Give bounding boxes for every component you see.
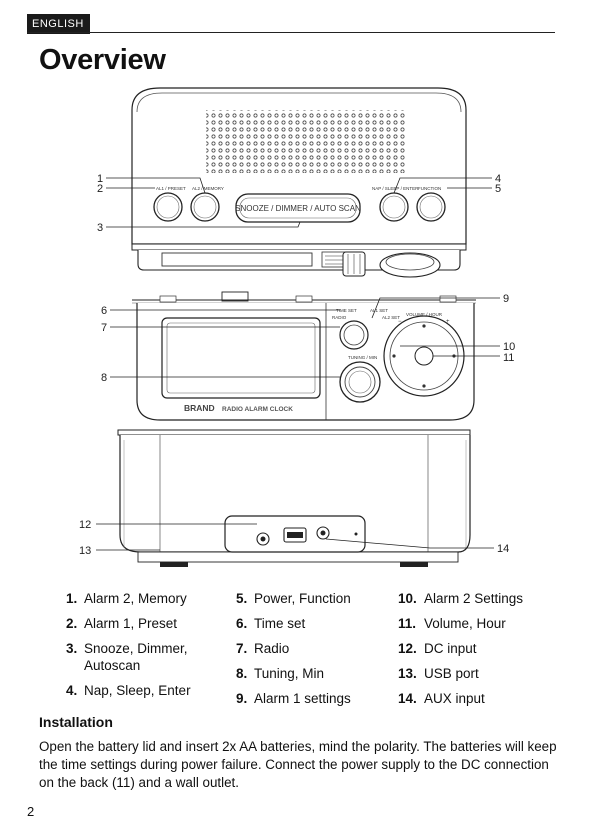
legend-item: 11.Volume, Hour <box>398 616 506 631</box>
callout-4: 4 <box>495 173 501 185</box>
header-rule <box>27 32 555 33</box>
legend-column-2: 5.Power, Function 6.Time set 7.Radio 8.T… <box>236 590 386 715</box>
brand-label: BRAND <box>184 403 215 413</box>
display-window <box>161 317 321 399</box>
page-title: Overview <box>39 44 166 76</box>
al1-preset-button <box>153 192 183 222</box>
label-volume-hour: VOLUME / HOUR <box>406 312 443 317</box>
installation-text: Open the battery lid and insert 2x AA ba… <box>39 739 557 790</box>
installation-heading: Installation <box>39 714 113 730</box>
callout-1: 1 <box>97 173 103 185</box>
top-view: AL1 / PRESET AL2 / MEMORY NAP / SLEEP / … <box>131 87 467 278</box>
legend-item: 6.Time set <box>236 616 306 631</box>
callout-13: 13 <box>79 545 91 557</box>
speaker-grille <box>206 110 406 173</box>
legend-item: 9.Alarm 1 settings <box>236 691 351 706</box>
legend-item: 7.Radio <box>236 641 290 656</box>
front-view: BRAND RADIO ALARM CLOCK TIME SET RADIO A… <box>132 291 476 421</box>
legend-item: 4.Nap, Sleep, Enter <box>66 683 191 698</box>
callout-leaders <box>96 177 500 551</box>
legend-item: 10.Alarm 2 Settings <box>398 591 524 606</box>
callout-11: 11 <box>503 352 514 364</box>
legend-item: 3.Snooze, Dimmer, Autoscan <box>66 641 188 673</box>
page-number: 2 <box>27 804 35 819</box>
model-label: RADIO ALARM CLOCK <box>222 406 293 413</box>
legend-item: 8.Tuning, Min <box>236 666 325 681</box>
volume-knob-top <box>379 252 441 278</box>
device-diagram: AL1 / PRESET AL2 / MEMORY NAP / SLEEP / … <box>79 87 515 567</box>
label-al2-memory: AL2 / MEMORY <box>192 186 224 191</box>
label-al2-set: AL2 SET <box>382 315 400 320</box>
label-al1-set: AL1 SET <box>370 308 388 313</box>
label-radio: RADIO <box>332 315 347 320</box>
snooze-bar-label: SNOOZE / DIMMER / AUTO SCAN <box>235 204 361 213</box>
legend-item: 1.Alarm 2, Memory <box>66 591 187 606</box>
tuning-knob <box>339 361 381 403</box>
callout-5: 5 <box>495 183 501 195</box>
callout-14: 14 <box>497 543 509 555</box>
label-time-set: TIME SET <box>336 308 357 313</box>
callout-9: 9 <box>503 293 509 305</box>
callout-6: 6 <box>101 305 107 317</box>
callout-12: 12 <box>79 519 91 531</box>
volume-knob <box>414 346 434 366</box>
legend-column-1: 1.Alarm 2, Memory 2.Alarm 1, Preset 3.Sn… <box>66 590 226 707</box>
legend-item: 12.DC input <box>398 641 477 656</box>
legend-item: 13.USB port <box>398 666 479 681</box>
label-tuning-min: TUNING / MIN <box>348 355 377 360</box>
legend-item: 14.AUX input <box>398 691 485 706</box>
snooze-bar <box>235 193 361 223</box>
al2-memory-button <box>190 192 220 222</box>
label-al1-preset: AL1 / PRESET <box>156 186 186 191</box>
svg-text:−: − <box>398 319 402 325</box>
function-button <box>416 192 446 222</box>
svg-text:+: + <box>446 319 450 325</box>
back-view <box>117 429 471 567</box>
legend-item: 2.Alarm 1, Preset <box>66 616 178 631</box>
legend-item: 5.Power, Function <box>236 591 351 606</box>
callout-8: 8 <box>101 372 107 384</box>
legend-column-3: 10.Alarm 2 Settings 11.Volume, Hour 12.D… <box>398 590 558 715</box>
callout-7: 7 <box>101 322 107 334</box>
nap-sleep-enter-button <box>379 192 409 222</box>
callout-10: 10 <box>503 341 515 353</box>
callout-2: 2 <box>97 183 103 195</box>
callout-3: 3 <box>97 222 103 234</box>
language-badge: ENGLISH <box>27 14 90 34</box>
label-function: FUNCTION <box>418 186 441 191</box>
